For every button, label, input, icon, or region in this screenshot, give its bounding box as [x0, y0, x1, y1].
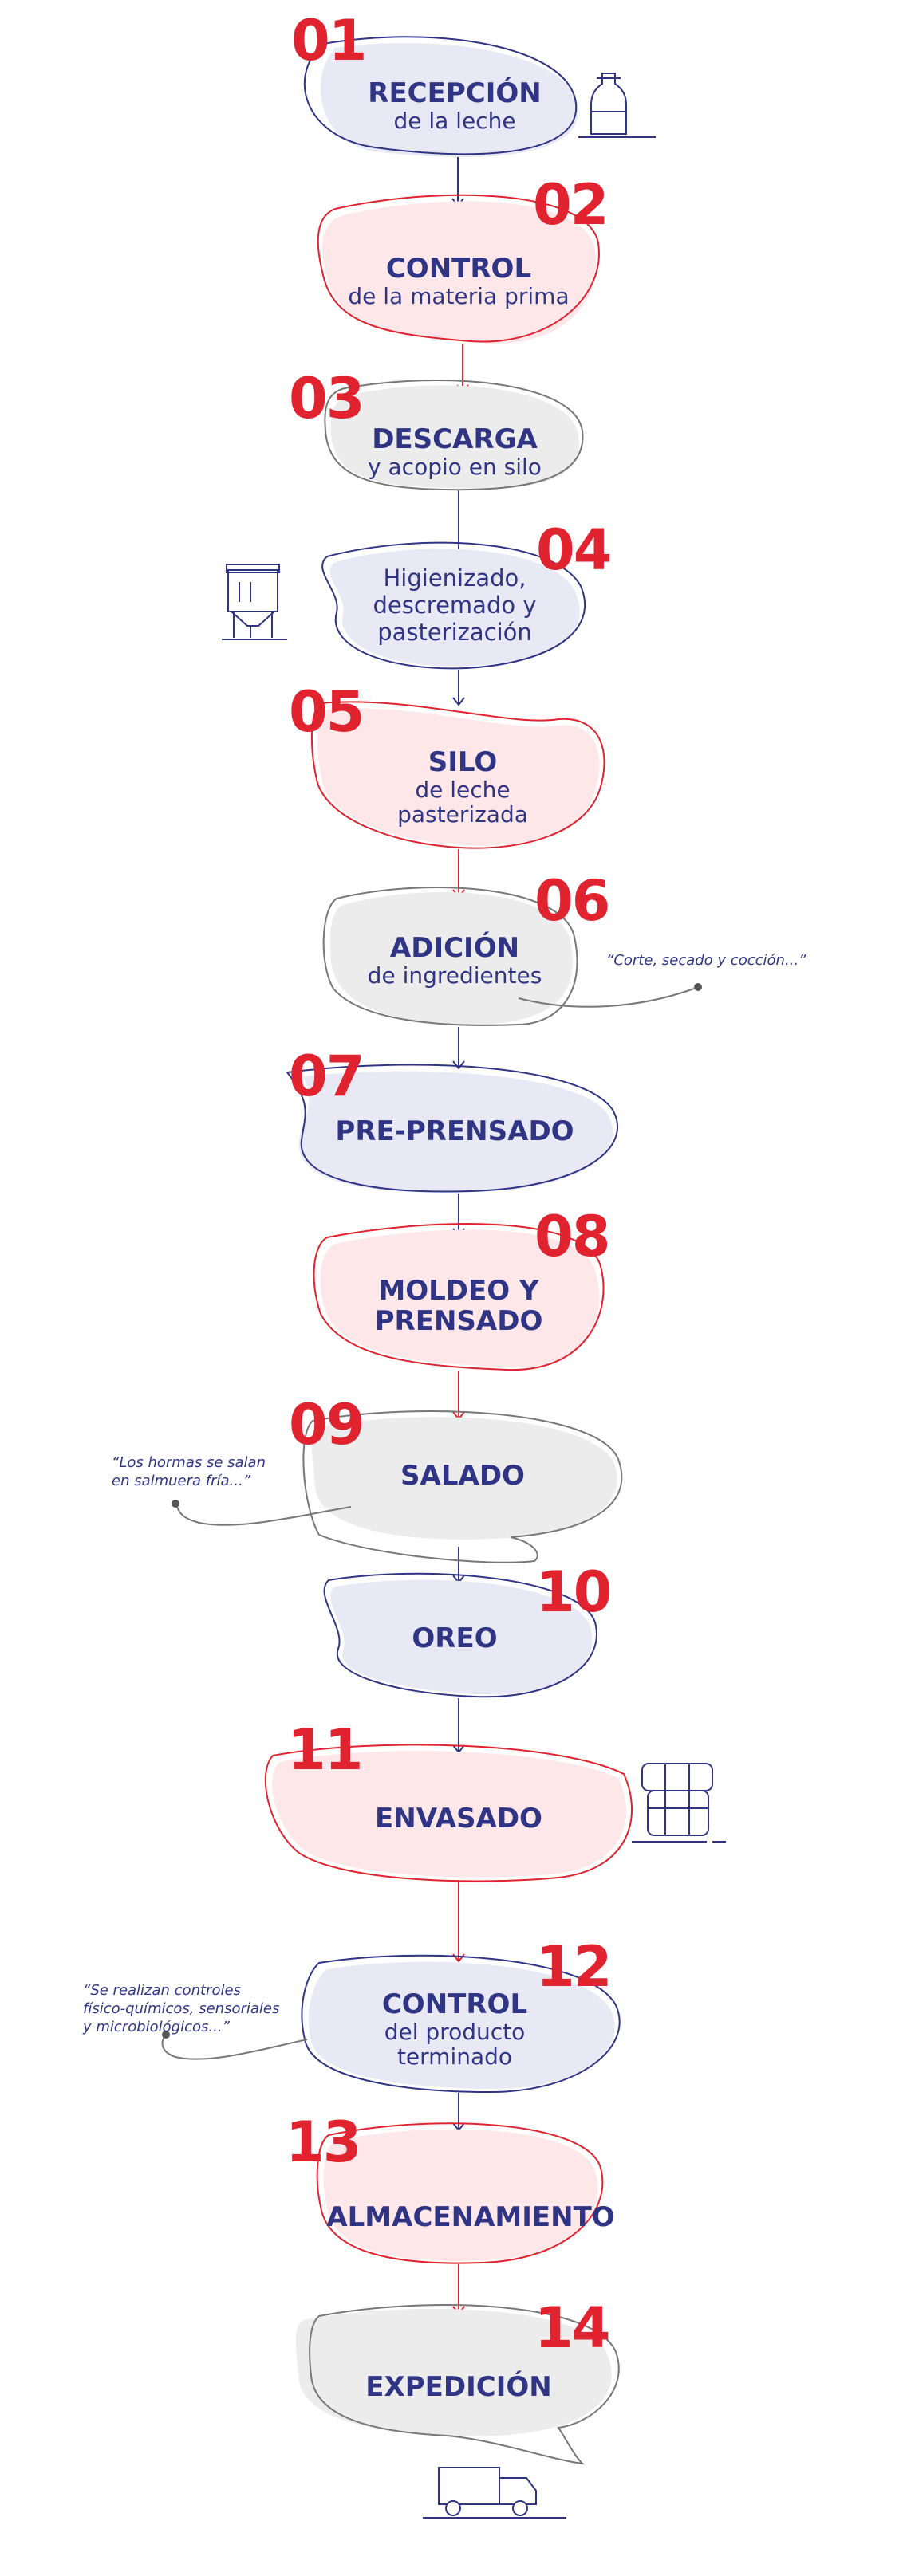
step-label: EXPEDICIÓN: [319, 2372, 598, 2402]
step-label: SILO de leche pasterizada: [335, 747, 590, 827]
connector-arrow-11: [452, 1880, 465, 1963]
step-subtitle: del producto: [384, 2019, 526, 2045]
connector-arrow-3: [452, 490, 465, 560]
step-label: PRE-PRENSADO: [303, 1116, 606, 1146]
note-09-leader: [172, 1500, 352, 1526]
truck-icon: [423, 2467, 566, 2519]
milk-bottle-icon: [578, 73, 656, 138]
step-title: RECEPCIÓN: [368, 77, 542, 109]
step-label: ENVASADO: [319, 1803, 598, 1834]
step-title: PRE-PRENSADO: [335, 1115, 574, 1147]
step-title: CONTROL: [385, 253, 532, 285]
step-number: 06: [534, 868, 610, 934]
step-line: descremado y: [373, 592, 537, 619]
connector-arrow-5: [452, 849, 465, 899]
step-label: Higienizado, descremado y pasterización: [327, 564, 582, 646]
connector-arrow-6: [452, 1027, 465, 1070]
connector-arrow-1: [452, 153, 464, 207]
step-title: EXPEDICIÓN: [365, 2371, 552, 2403]
connector-arrow-4: [452, 670, 465, 706]
connector-arrow-7: [452, 1194, 465, 1237]
step-05-blob: [310, 701, 605, 849]
step-label: SALADO: [335, 1461, 590, 1491]
step-title: SALADO: [400, 1460, 525, 1492]
step-label: ALMACENAMIENTO: [303, 2202, 638, 2232]
step-06-blob: [322, 887, 578, 1026]
connector-arrow-13: [452, 2264, 465, 2315]
step-title: DESCARGA: [372, 423, 538, 455]
step-subtitle: de leche: [415, 777, 511, 803]
step-title: ENVASADO: [375, 1803, 542, 1835]
step-number: 01: [291, 8, 367, 73]
step-line: Higienizado,: [383, 564, 526, 592]
step-number: 12: [536, 1934, 612, 2000]
step-03-blob: [324, 380, 584, 491]
step-title: MOLDEO Y: [378, 1275, 539, 1307]
step-note: “Los hormas se salan en salmuera fría...…: [112, 1453, 319, 1490]
step-subtitle: de la leche: [393, 108, 516, 134]
step-number: 03: [289, 366, 365, 431]
step-13-blob: [316, 2122, 604, 2264]
step-number: 08: [534, 1204, 610, 1269]
step-label: OREO: [327, 1623, 582, 1654]
note-line: “Se realizan controles: [83, 1982, 241, 1999]
step-line: pasterización: [377, 619, 532, 646]
connector-arrow-10: [452, 1698, 465, 1754]
package-icon: [632, 1763, 726, 1843]
step-01-blob: [304, 36, 579, 158]
step-number: 11: [287, 1717, 363, 1783]
step-label: ADICIÓN de ingredientes: [327, 933, 582, 988]
step-label: DESCARGA y acopio en silo: [327, 424, 582, 479]
step-number: 05: [289, 679, 365, 745]
note-line: y microbiológicos...”: [83, 2019, 230, 2035]
step-note: “Se realizan controles físico-químicos, …: [83, 1981, 322, 2036]
step-label: CONTROL del producto terminado: [327, 1989, 582, 2069]
step-subtitle: pasterizada: [397, 801, 528, 828]
step-label: RECEPCIÓN de la leche: [335, 78, 574, 133]
note-line: “Los hormas se salan: [112, 1454, 266, 1471]
connector-arrow-9: [452, 1547, 465, 1584]
step-04-blob: [321, 541, 586, 670]
step-number: 07: [289, 1044, 365, 1109]
step-number: 04: [536, 517, 612, 583]
step-14-blob: [295, 2304, 620, 2465]
step-09-blob: [302, 1410, 623, 1563]
step-title: ALMACENAMIENTO: [326, 2201, 615, 2233]
step-number: 13: [286, 2110, 361, 2175]
step-number: 02: [533, 172, 609, 238]
step-07-blob: [286, 1064, 618, 1193]
step-note: “Corte, secado y cocción...”: [606, 952, 806, 969]
note-line: en salmuera fría...”: [112, 1473, 251, 1489]
step-subtitle: de la materia prima: [348, 283, 570, 309]
step-title: PRENSADO: [374, 1305, 543, 1337]
step-subtitle: de ingredientes: [367, 962, 542, 989]
step-08-blob: [313, 1223, 605, 1371]
step-label: CONTROL de la materia prima: [319, 254, 598, 309]
step-title: OREO: [412, 1622, 498, 1654]
step-11-blob: [264, 1744, 633, 1882]
step-number: 09: [289, 1392, 365, 1457]
step-title: SILO: [428, 746, 498, 778]
note-12-leader: [161, 2031, 308, 2060]
step-subtitle: y acopio en silo: [368, 454, 542, 480]
step-title: ADICIÓN: [389, 932, 520, 964]
step-label: MOLDEO Y PRENSADO: [327, 1276, 590, 1336]
step-02-blob: [317, 194, 600, 344]
step-number: 10: [536, 1559, 612, 1625]
connector-arrow-12: [452, 2093, 465, 2132]
step-number: 14: [534, 2295, 610, 2361]
note-06-leader: [518, 983, 702, 1008]
step-10-blob: [323, 1572, 597, 1698]
note-line: físico-químicos, sensoriales: [83, 2000, 280, 2017]
connector-arrow-2: [456, 344, 469, 394]
step-subtitle: terminado: [396, 2043, 513, 2070]
step-title: CONTROL: [381, 1988, 528, 2020]
tank-icon: [222, 564, 287, 640]
